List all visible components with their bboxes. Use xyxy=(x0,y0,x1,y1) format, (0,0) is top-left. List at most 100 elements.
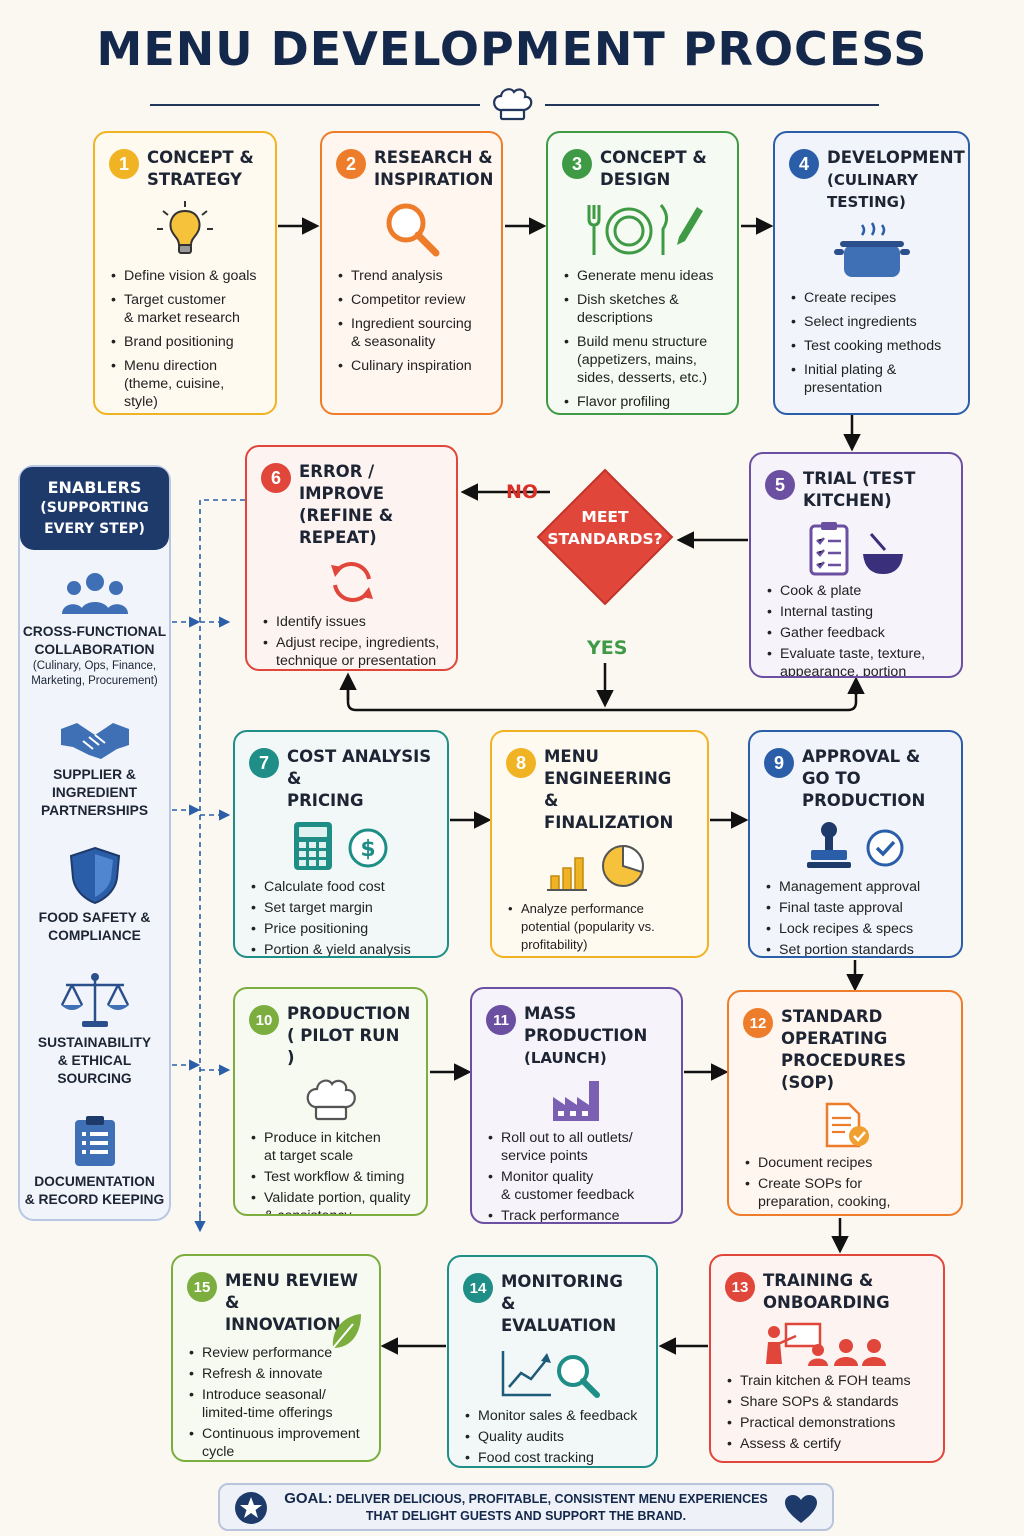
enabler-suppliers: SUPPLIER & INGREDIENT PARTNERSHIPS xyxy=(20,715,169,820)
step-bullet-list: Trend analysisCompetitor reviewIngredien… xyxy=(336,267,487,375)
chef-hat-icon xyxy=(249,1077,412,1123)
factory-icon xyxy=(486,1077,667,1123)
handshake-icon xyxy=(60,723,129,759)
shield-icon xyxy=(69,846,120,905)
step-bullet-item: Trend analysis xyxy=(336,267,487,285)
step-bullet-list: Cook & plateInternal tastingGather feedb… xyxy=(765,582,947,676)
step-title-line: PRODUCTION xyxy=(287,1004,411,1023)
clipboard-bowl-icon xyxy=(765,520,947,576)
step-number-badge: 12 xyxy=(743,1008,773,1038)
step-title-line: MONITORING & xyxy=(501,1272,623,1313)
step-title: RESEARCH & INSPIRATION xyxy=(374,147,494,191)
step-title: DEVELOPMENT(CULINARY TESTING) xyxy=(827,147,965,213)
step-bullet-item: Evaluate taste, texture, appearance, por… xyxy=(765,645,947,676)
step-title: CONCEPT &DESIGN xyxy=(600,147,707,191)
step-number-badge: 13 xyxy=(725,1272,755,1302)
goal-line-1: DELIVER DELICIOUS, PROFITABLE, CONSISTEN… xyxy=(336,1491,768,1506)
step-bullet-item: Ingredient sourcing & seasonality xyxy=(336,315,487,351)
step-bullet-item: Food cost tracking xyxy=(463,1449,642,1466)
decision-label: MEET STANDARDS? xyxy=(547,508,663,548)
step-title: COST ANALYSIS &PRICING xyxy=(287,746,433,812)
step-title: MASS PRODUCTION(LAUNCH) xyxy=(524,1003,667,1069)
step-title-line: ERROR / IMPROVE xyxy=(299,462,384,503)
step-bullet-item: Flavor profiling xyxy=(562,393,723,411)
decision-diamond xyxy=(536,468,674,606)
step-title: ERROR / IMPROVE(REFINE & REPEAT) xyxy=(299,461,442,549)
step-bullet-list: Create recipesSelect ingredientsTest coo… xyxy=(789,289,954,397)
enablers-subtitle: (SUPPORTING EVERY STEP) xyxy=(40,500,149,537)
step-bullet-list: Train kitchen & FOH teamsShare SOPs & st… xyxy=(725,1372,929,1453)
step-header: 14 MONITORING & EVALUATION xyxy=(463,1271,642,1337)
step-bullet-list: Analyze performance potential (popularit… xyxy=(506,900,693,956)
plate-cutlery-pen-icon xyxy=(562,199,723,261)
step-bullet-item: Build menu structure (appetizers, mains,… xyxy=(562,333,723,387)
step-title-line: MASS PRODUCTION xyxy=(524,1004,648,1045)
step-bullet-item: Competitor review xyxy=(336,291,487,309)
step-number-badge: 5 xyxy=(765,470,795,500)
step-title-line-2: INSPIRATION xyxy=(374,170,494,189)
enabler-label: SUSTAINABILITY & ETHICAL SOURCING xyxy=(37,1035,152,1086)
step-title-line-2: EVALUATION xyxy=(501,1316,617,1335)
step-bullet-item: Gather feedback xyxy=(765,624,947,642)
enabler-label: DOCUMENTATION & RECORD KEEPING xyxy=(24,1174,165,1207)
step-bullet-item: Target customer & market research xyxy=(109,291,261,327)
step-bullet-item: Monitor sales & feedback xyxy=(463,1407,642,1425)
document-check-icon xyxy=(743,1102,947,1148)
step-title-line: DEVELOPMENT xyxy=(827,148,965,167)
step-bullet-list: Generate menu ideasDish sketches & descr… xyxy=(562,267,723,411)
step-number-badge: 10 xyxy=(249,1005,279,1035)
step-number-badge: 3 xyxy=(562,149,592,179)
lightbulb-icon xyxy=(109,199,261,261)
step-bullet-list: Review performanceRefresh & innovateIntr… xyxy=(187,1344,365,1460)
magnifier-icon xyxy=(336,199,487,261)
step-bullet-item: Train kitchen & FOH teams xyxy=(725,1372,929,1390)
team-icon xyxy=(61,573,128,614)
step-title-line-2: ONBOARDING xyxy=(763,1293,890,1312)
step-number-badge: 11 xyxy=(486,1005,516,1035)
trainer-team-icon xyxy=(725,1322,929,1366)
step-title-line: RESEARCH & xyxy=(374,148,493,167)
page-title: MENU DEVELOPMENT PROCESS xyxy=(96,22,928,76)
svg-text:$: $ xyxy=(360,837,375,862)
step-title-line-2: (REFINE & REPEAT) xyxy=(299,506,394,547)
step-bullet-list: Identify issuesAdjust recipe, ingredient… xyxy=(261,613,442,669)
enabler-documentation: DOCUMENTATION & RECORD KEEPING xyxy=(20,1114,169,1209)
refresh-icon xyxy=(261,557,442,607)
step-title-line-2: PROCEDURES (SOP) xyxy=(781,1051,907,1092)
step-bullet-item: Menu direction (theme, cuisine, style) xyxy=(109,357,261,411)
enabler-food-safety: FOOD SAFETY & COMPLIANCE xyxy=(20,846,169,945)
step-title-line: MENU ENGINEERING xyxy=(544,747,672,788)
enablers-title: ENABLERS xyxy=(47,478,142,497)
step-number-badge: 14 xyxy=(463,1273,493,1303)
step-bullet-item: Share SOPs & standards xyxy=(725,1393,929,1411)
step-title-line: STANDARD OPERATING xyxy=(781,1007,888,1048)
title-divider-left xyxy=(150,104,480,106)
step-bullet-list: Monitor sales & feedbackQuality auditsFo… xyxy=(463,1407,642,1466)
step-bullet-item: Create SOPs for preparation, cooking, pl… xyxy=(743,1175,947,1214)
step-title-line-2: STRATEGY xyxy=(147,170,242,189)
step-bullet-item: Analyze performance potential (popularit… xyxy=(506,900,693,954)
step-bullet-item: Adjust recipe, ingredients, technique or… xyxy=(261,634,442,669)
step-bullet-item: Define vision & goals xyxy=(109,267,261,285)
clipboard-list-icon xyxy=(74,1116,115,1166)
enabler-sustainability: SUSTAINABILITY & ETHICAL SOURCING xyxy=(20,971,169,1088)
enabler-label: SUPPLIER & INGREDIENT PARTNERSHIPS xyxy=(40,767,149,818)
heart-icon xyxy=(785,1495,817,1523)
step-title-line: APPROVAL & GO TO xyxy=(802,747,921,788)
step-bullet-item: Refresh & innovate xyxy=(187,1365,365,1383)
goal-line-2: THAT DELIGHT GUESTS AND SUPPORT THE BRAN… xyxy=(365,1508,687,1523)
step-bullet-list: Document recipesCreate SOPs for preparat… xyxy=(743,1154,947,1214)
step-bullet-list: Calculate food costSet target marginPric… xyxy=(249,878,433,956)
